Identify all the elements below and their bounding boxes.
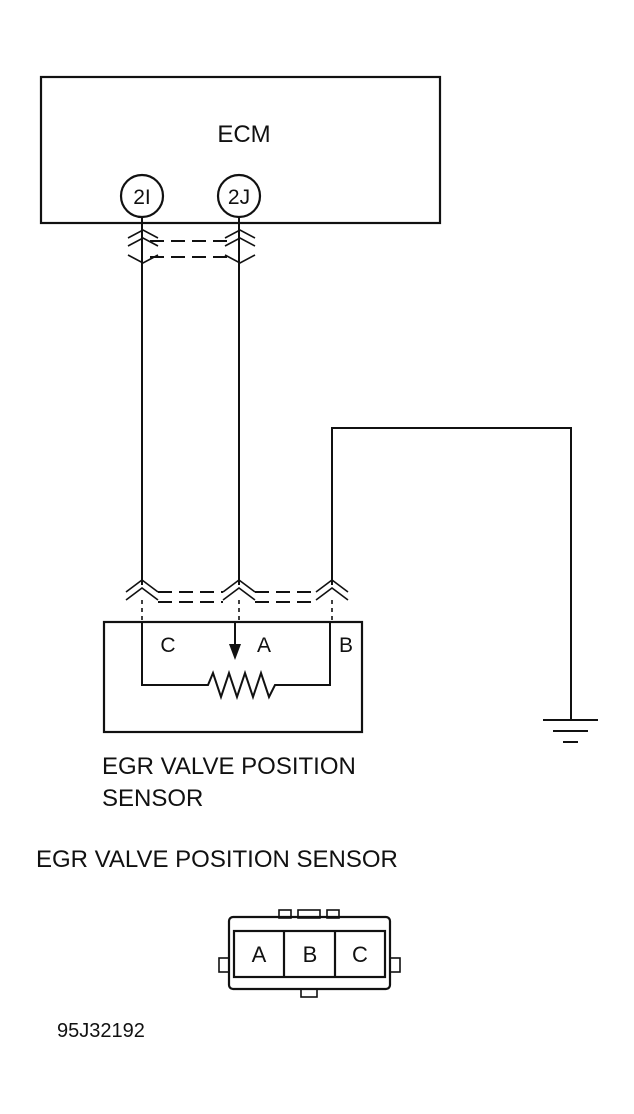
upper-shield-symbol [127, 229, 256, 264]
ground-icon [543, 719, 598, 743]
lower-shield-symbol [125, 579, 349, 622]
connector-title: EGR VALVE POSITION SENSOR [36, 846, 398, 873]
ecm-box [39, 75, 442, 225]
sensor-label-line2: SENSOR [102, 785, 203, 812]
sensor-label-line1: EGR VALVE POSITION [102, 753, 356, 780]
connector-inner [232, 929, 387, 979]
ecm-module: ECM 2I 2J [39, 75, 442, 225]
figure-id: 95J32192 [57, 1020, 145, 1042]
egr-sensor: C A B [102, 620, 364, 734]
connector-cavity-a: A [252, 942, 267, 967]
connector-face-view: A B C [218, 909, 401, 998]
wire-b-to-ground [331, 427, 572, 720]
connector-cavity-b: B [303, 942, 318, 967]
connector-cavity-c: C [352, 942, 368, 967]
terminal-label-2j: 2J [228, 186, 250, 209]
sensor-pin-b: B [339, 634, 353, 657]
sensor-pin-a: A [257, 634, 271, 657]
wiper-arrow-icon [229, 644, 241, 660]
sensor-box [102, 620, 364, 734]
ecm-label: ECM [217, 121, 270, 148]
sensor-pin-c: C [160, 634, 175, 657]
terminal-label-2i: 2I [133, 186, 151, 209]
sensor-internal-circuit [141, 622, 331, 701]
ecm-terminal-2i: 2I [119, 173, 165, 219]
signal-wires [141, 217, 572, 720]
ecm-terminal-2j: 2J [216, 173, 262, 219]
